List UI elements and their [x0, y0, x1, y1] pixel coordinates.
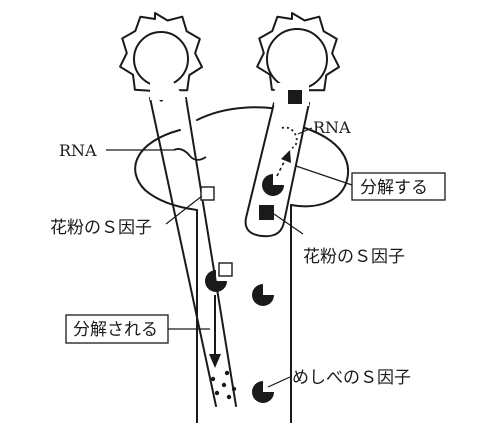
pollen-s-factor-square-left: [201, 187, 214, 200]
pollen-s-factor-square-attached: [219, 263, 232, 276]
leader-degrade-active: [296, 166, 352, 185]
label-rna-left: RNA: [59, 141, 97, 160]
label-pollen-s-factor-right: 花粉のＳ因子: [303, 247, 405, 267]
pistil-s-factor-style-bottom: [252, 381, 274, 403]
label-rna-right: RNA: [313, 118, 351, 137]
pistil-s-factor-style-mid: [252, 284, 274, 306]
label-degrade-active: 分解する: [360, 178, 428, 198]
pollen-s-factor-square-lower: [259, 205, 274, 220]
pollen-s-factor-square-upper: [288, 90, 302, 104]
left-pollen-grain: [120, 13, 202, 101]
label-degrade-passive: 分解される: [73, 320, 158, 340]
rna-strand-left: [174, 149, 206, 160]
left-pollen-tube: [150, 98, 236, 406]
label-pistil-s-factor: めしべのＳ因子: [292, 368, 411, 388]
leader-pistil-s: [268, 377, 290, 387]
label-pollen-s-factor-left: 花粉のＳ因子: [50, 218, 152, 238]
